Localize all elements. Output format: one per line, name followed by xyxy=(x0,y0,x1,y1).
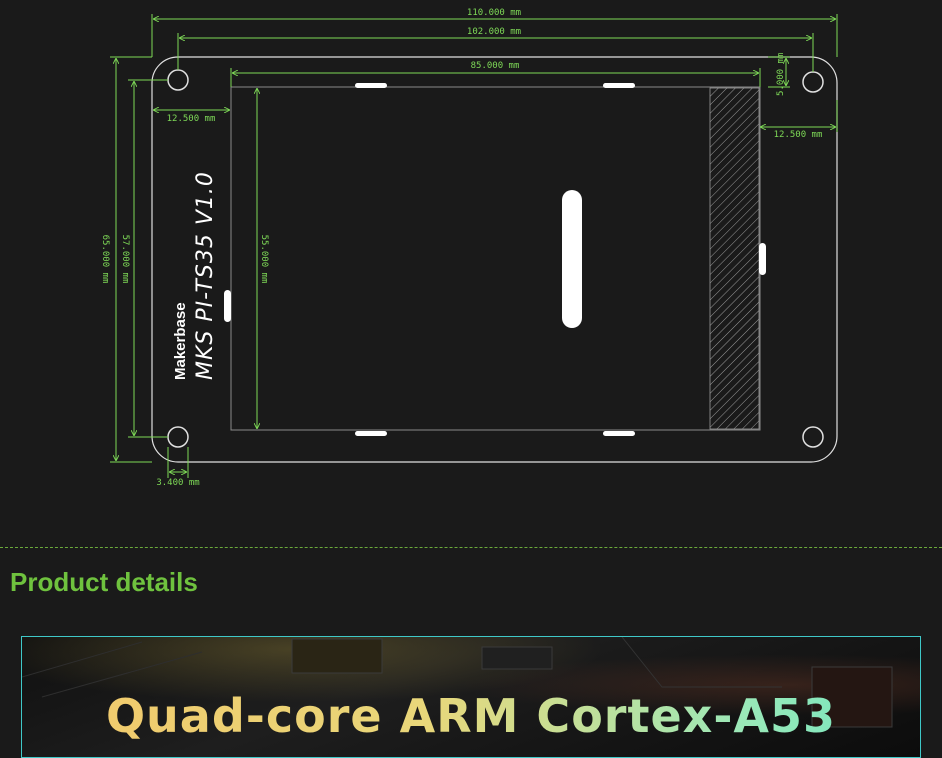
pad-bottom-right xyxy=(603,431,635,436)
section-title: Product details xyxy=(10,567,198,597)
mounting-hole-bottom-right xyxy=(802,426,824,448)
display-hatched-area xyxy=(709,87,760,430)
dim-label-right-margin: 12.500 mm xyxy=(774,130,823,140)
section-divider xyxy=(0,547,942,548)
pcb-dimension-drawing: Makerbase MKS PI-TS35 V1.0 xyxy=(100,8,838,488)
dim-label-hole-spacing-y: 57.000 mm xyxy=(120,235,130,284)
slot-center xyxy=(562,190,582,328)
slot-right xyxy=(759,243,766,275)
dim-label-display-width: 85.000 mm xyxy=(471,61,520,71)
dim-label-display-height: 55.000 mm xyxy=(259,235,269,284)
pad-top-right xyxy=(603,83,635,88)
display-outline xyxy=(230,86,761,431)
banner-background-graphic xyxy=(22,637,893,728)
dim-label-hole-spacing-x: 102.000 mm xyxy=(467,27,521,37)
mounting-hole-top-right xyxy=(802,71,824,93)
dim-label-hole-offset-left: 3.400 mm xyxy=(156,478,199,488)
board-brand-label: Makerbase xyxy=(172,302,189,380)
dim-label-left-margin: 12.500 mm xyxy=(167,114,216,124)
product-banner: Quad-core ARM Cortex-A53 xyxy=(21,636,921,758)
mounting-hole-bottom-left xyxy=(167,426,189,448)
mounting-hole-top-left xyxy=(167,69,189,91)
banner-title: Quad-core ARM Cortex-A53 xyxy=(22,689,920,743)
dim-label-overall-height: 65.000 mm xyxy=(100,235,110,284)
pad-bottom-left xyxy=(355,431,387,436)
dim-label-overall-width: 110.000 mm xyxy=(467,8,521,18)
board-model-label: MKS PI-TS35 V1.0 xyxy=(193,171,218,380)
dim-label-hole-offset-top: 5.000 mm xyxy=(776,53,786,96)
pad-top-left xyxy=(355,83,387,88)
slot-left xyxy=(224,290,231,322)
board-outline xyxy=(151,56,838,463)
